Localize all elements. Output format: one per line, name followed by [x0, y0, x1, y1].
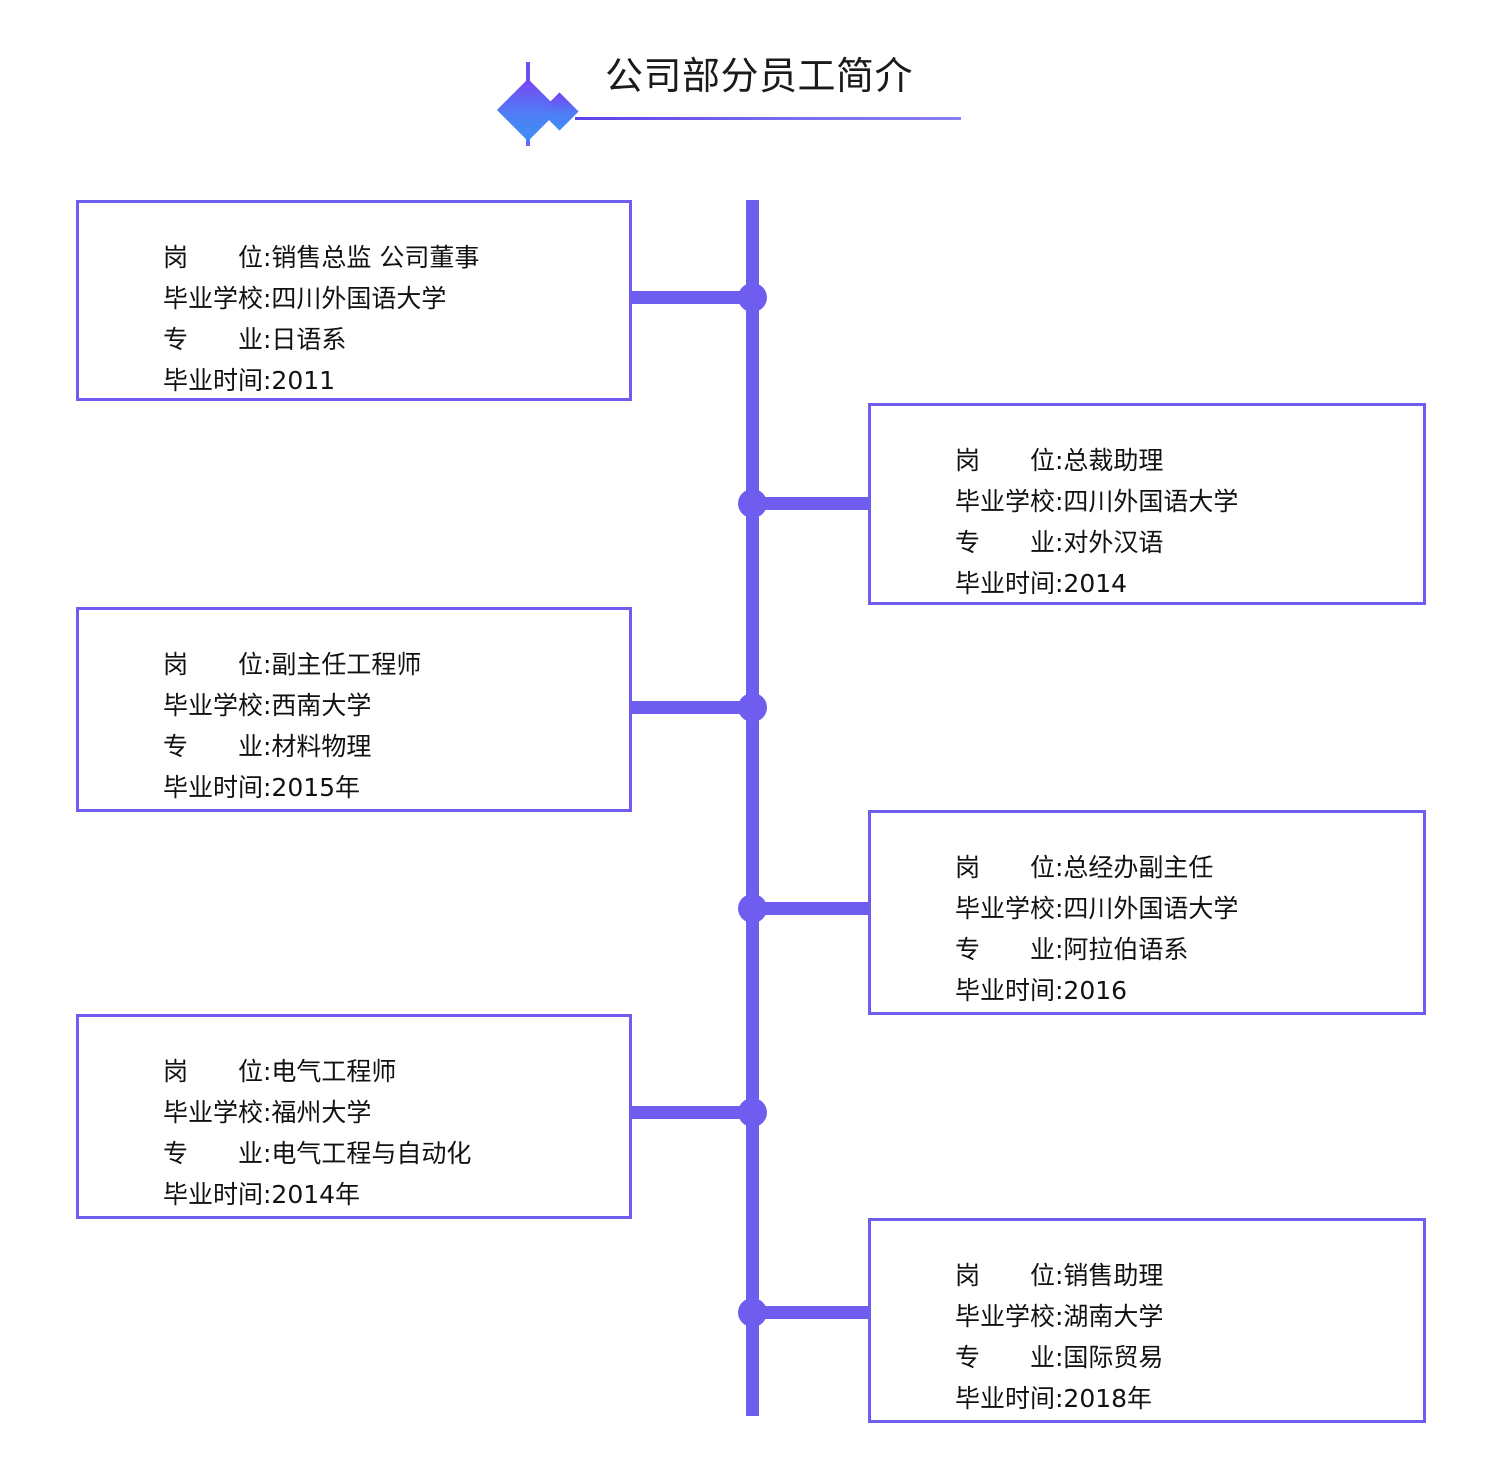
employee-card: 岗 位:销售助理毕业学校:湖南大学专 业:国际贸易毕业时间:2018年 — [868, 1218, 1426, 1423]
employee-major: 专 业:电气工程与自动化 — [163, 1139, 472, 1168]
employee-position: 岗 位:销售助理 — [955, 1261, 1164, 1290]
timeline-connector — [632, 701, 748, 714]
employee-graduation: 毕业时间:2014年 — [163, 1180, 361, 1209]
employee-card: 岗 位:总经办副主任毕业学校:四川外国语大学专 业:阿拉伯语系毕业时间:2016 — [868, 810, 1426, 1015]
employee-graduation: 毕业时间:2016 — [955, 976, 1128, 1005]
employee-position: 岗 位:电气工程师 — [163, 1057, 397, 1086]
timeline-node[interactable] — [738, 693, 767, 722]
employee-position: 岗 位:销售总监 公司董事 — [163, 243, 480, 272]
employee-card-body: 岗 位:电气工程师毕业学校:福州大学专 业:电气工程与自动化毕业时间:2014年 — [79, 1017, 629, 1215]
timeline-node[interactable] — [738, 894, 767, 923]
page-header: 公司部分员工简介 — [0, 0, 1500, 170]
timeline-connector — [752, 1306, 868, 1319]
employee-school: 毕业学校:西南大学 — [163, 691, 372, 720]
employee-major: 专 业:国际贸易 — [955, 1343, 1164, 1372]
employee-graduation: 毕业时间:2014 — [955, 569, 1128, 598]
employee-school: 毕业学校:湖南大学 — [955, 1302, 1164, 1331]
employee-card-body: 岗 位:总裁助理毕业学校:四川外国语大学专 业:对外汉语毕业时间:2014 — [871, 406, 1423, 604]
timeline-node[interactable] — [738, 283, 767, 312]
employee-card-body: 岗 位:总经办副主任毕业学校:四川外国语大学专 业:阿拉伯语系毕业时间:2016 — [871, 813, 1423, 1011]
employee-card: 岗 位:副主任工程师毕业学校:西南大学专 业:材料物理毕业时间:2015年 — [76, 607, 632, 812]
employee-card: 岗 位:电气工程师毕业学校:福州大学专 业:电气工程与自动化毕业时间:2014年 — [76, 1014, 632, 1219]
employee-position: 岗 位:副主任工程师 — [163, 650, 422, 679]
employee-major: 专 业:日语系 — [163, 325, 347, 354]
employee-card-body: 岗 位:副主任工程师毕业学校:西南大学专 业:材料物理毕业时间:2015年 — [79, 610, 629, 808]
timeline-node[interactable] — [738, 489, 767, 518]
employee-school: 毕业学校:四川外国语大学 — [163, 284, 447, 313]
employee-graduation: 毕业时间:2018年 — [955, 1384, 1153, 1413]
employee-school: 毕业学校:四川外国语大学 — [955, 487, 1239, 516]
employee-card: 岗 位:销售总监 公司董事毕业学校:四川外国语大学专 业:日语系毕业时间:201… — [76, 200, 632, 401]
timeline-connector — [752, 497, 868, 510]
page-title: 公司部分员工简介 — [605, 54, 914, 98]
employee-position: 岗 位:总经办副主任 — [955, 853, 1214, 882]
employee-card: 岗 位:总裁助理毕业学校:四川外国语大学专 业:对外汉语毕业时间:2014 — [868, 403, 1426, 605]
employee-major: 专 业:对外汉语 — [955, 528, 1164, 557]
timeline-connector — [752, 902, 868, 915]
employee-graduation: 毕业时间:2015年 — [163, 773, 361, 802]
employee-graduation: 毕业时间:2011 — [163, 366, 336, 395]
employee-card-body: 岗 位:销售助理毕业学校:湖南大学专 业:国际贸易毕业时间:2018年 — [871, 1221, 1423, 1419]
employee-school: 毕业学校:四川外国语大学 — [955, 894, 1239, 923]
timeline-node[interactable] — [738, 1298, 767, 1327]
timeline-connector — [632, 1106, 748, 1119]
employee-school: 毕业学校:福州大学 — [163, 1098, 372, 1127]
employee-major: 专 业:材料物理 — [163, 732, 372, 761]
timeline-spine — [746, 200, 759, 1416]
employee-major: 专 业:阿拉伯语系 — [955, 935, 1189, 964]
title-underline — [575, 117, 961, 120]
timeline-connector — [632, 291, 748, 304]
timeline-node[interactable] — [738, 1098, 767, 1127]
employee-position: 岗 位:总裁助理 — [955, 446, 1164, 475]
employee-card-body: 岗 位:销售总监 公司董事毕业学校:四川外国语大学专 业:日语系毕业时间:201… — [79, 203, 629, 401]
